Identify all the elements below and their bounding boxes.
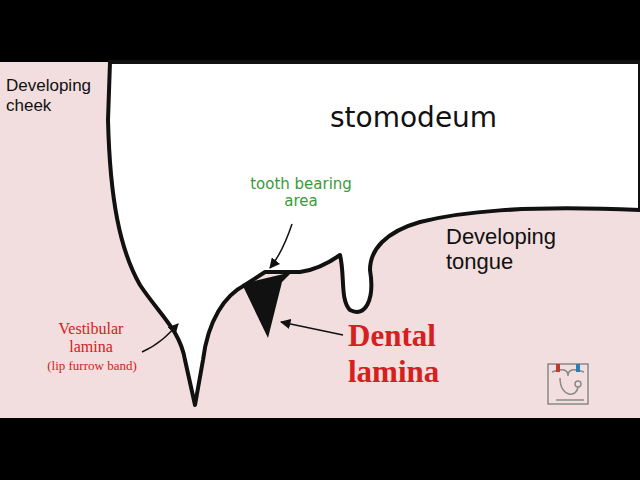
leader-line	[142, 324, 178, 352]
top-bar	[0, 0, 640, 62]
region-label: Developing cheek	[6, 76, 108, 115]
leader-line	[281, 322, 343, 335]
part-label: (lip furrow band)	[22, 359, 162, 374]
region-label: Developing tongue	[446, 224, 596, 275]
logo-icon	[548, 364, 588, 404]
mesenchyme	[0, 62, 640, 418]
dental-lamina-band	[242, 272, 292, 338]
cavity-label: stomodeum	[330, 102, 530, 134]
logo-bookmark	[576, 364, 580, 372]
bottom-bar	[0, 418, 640, 480]
leader-line	[270, 224, 292, 268]
part-label: Vestibular lamina	[36, 320, 146, 357]
area-label: tooth bearing area	[246, 176, 356, 211]
logo-bookmark	[556, 364, 560, 372]
stomodeum-cavity	[108, 62, 640, 405]
part-label: Dental lamina	[348, 318, 488, 389]
